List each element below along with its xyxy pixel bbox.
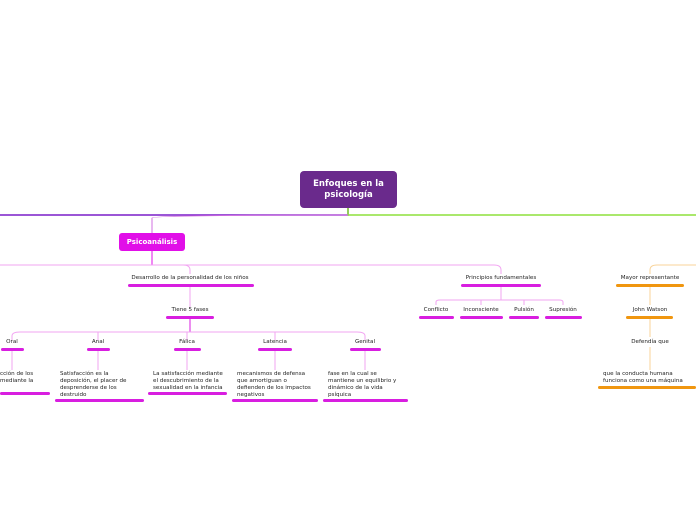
principio-conflicto-label[interactable]: Conflicto — [423, 307, 449, 313]
fase-latencia-description[interactable]: mecanismos de defensa que amortiguan o d… — [237, 371, 311, 399]
principio-conflicto-underline — [419, 316, 454, 319]
desc-line: sexualidad en la infancia — [153, 385, 223, 391]
desc-line: deposición, el placer de — [60, 378, 127, 384]
principio-pulsion-underline — [509, 316, 539, 319]
desc-line: cción de los — [0, 371, 34, 377]
psicoanalisis-node[interactable]: Psicoanálisis — [119, 233, 185, 251]
defendia-que-label[interactable]: Defendía que — [631, 339, 669, 345]
principio-pulsion-label[interactable]: Pulsión — [514, 307, 534, 313]
fase-anal-description[interactable]: Satisfacción es la deposición, el placer… — [60, 371, 126, 399]
fase-oral-label[interactable]: Oral — [6, 339, 18, 345]
fase-genital-description[interactable]: fase en la cual se mantiene un equilibri… — [328, 371, 396, 399]
desc-line: mecanismos de defensa — [237, 371, 306, 377]
fase-falica-description[interactable]: La satisfacción mediante el descubrimien… — [153, 371, 223, 392]
desc-line: desprenderse de los — [60, 385, 117, 391]
desc-line: que amortiguan o — [237, 378, 287, 384]
fase-genital-description-underline — [323, 399, 408, 402]
fase-anal-underline — [87, 348, 110, 351]
desc-line: mediante la — [0, 378, 34, 384]
desc-line: fase en la cual se — [328, 371, 377, 377]
desc-line: La satisfacción mediante — [153, 371, 223, 377]
fase-oral-description[interactable]: cción de los mediante la — [0, 371, 33, 385]
psico-branch — [151, 214, 349, 233]
desc-line: negativos — [237, 392, 265, 398]
fase-genital-underline — [350, 348, 381, 351]
principio-supresion-underline — [545, 316, 582, 319]
fase-oral-description-underline — [0, 392, 50, 395]
right-main-branch — [347, 208, 696, 216]
fase-oral-underline — [1, 348, 24, 351]
desc-line: el descubrimiento de la — [153, 378, 219, 384]
conducta-maquina-description[interactable]: que la conducta humana funciona como una… — [603, 371, 683, 384]
desc-line: mantiene un equilibrio y — [328, 378, 397, 384]
fase-latencia-underline — [258, 348, 292, 351]
desc-line: defienden de los impactos — [237, 385, 311, 391]
desc-line: psíquica — [328, 392, 352, 398]
fase-falica-underline — [174, 348, 201, 351]
fase-falica-description-underline — [148, 392, 227, 395]
principios-underline — [461, 284, 541, 287]
principio-supresion-label[interactable]: Supresión — [549, 307, 577, 313]
john-watson-underline — [626, 316, 673, 319]
desc-line: Satisfacción es la — [60, 371, 109, 377]
desarrollo-label[interactable]: Desarrollo de la personalidad de los niñ… — [131, 275, 249, 281]
principios-label[interactable]: Principios fundamentales — [465, 275, 537, 281]
fase-latencia-label[interactable]: Latencia — [263, 339, 287, 345]
desc-line: destruido — [60, 392, 87, 398]
fases-underline — [166, 316, 214, 319]
john-watson-label[interactable]: John Watson — [632, 307, 668, 313]
root-topic-node[interactable]: Enfoques en la psicología — [300, 171, 397, 208]
fase-genital-label[interactable]: Genital — [354, 339, 376, 345]
psicoanalisis-label: Psicoanálisis — [126, 238, 178, 246]
principio-inconsciente-underline — [460, 316, 503, 319]
fase-anal-description-underline — [55, 399, 144, 402]
desarrollo-underline — [128, 284, 254, 287]
mayor-representante-label[interactable]: Mayor representante — [620, 275, 680, 281]
fases-label[interactable]: Tiene 5 fases — [171, 307, 209, 313]
fase-latencia-description-underline — [232, 399, 318, 402]
fase-falica-label[interactable]: Fálica — [179, 339, 195, 345]
left-main-branch — [0, 208, 349, 216]
conducta-maquina-underline — [598, 386, 696, 389]
principio-inconsciente-label[interactable]: Inconsciente — [463, 307, 499, 313]
desc-line: dinámico de la vida — [328, 385, 383, 391]
root-topic-label: Enfoques en la psicología — [313, 178, 384, 200]
mayor-representante-underline — [616, 284, 684, 287]
fase-anal-label[interactable]: Anal — [91, 339, 105, 345]
